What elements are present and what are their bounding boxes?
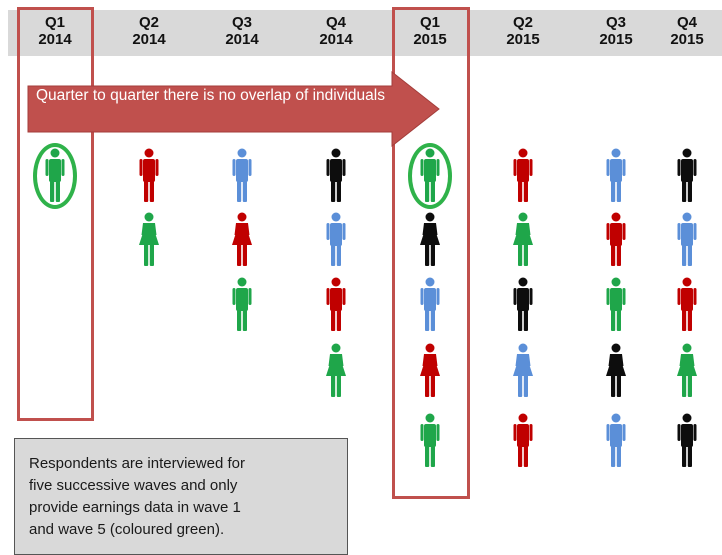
quarter-year: 2014 <box>38 31 72 48</box>
quarter-name: Q4 <box>325 14 346 31</box>
person-icon <box>419 277 441 333</box>
note-line: and wave 5 (coloured green). <box>29 521 225 538</box>
q1-2014-highlight-box <box>17 7 94 421</box>
quarter-year: 2015 <box>506 31 540 48</box>
quarter-name: Q2 <box>512 14 533 31</box>
person-icon <box>605 148 627 204</box>
person-icon <box>605 212 627 268</box>
note-line: Respondents are interviewed for <box>29 455 245 472</box>
person-icon <box>231 212 253 268</box>
person-icon <box>231 277 253 333</box>
person-icon <box>605 343 627 399</box>
quarter-name: Q3 <box>231 14 252 31</box>
person-icon <box>512 212 534 268</box>
quarter-name: Q3 <box>605 14 626 31</box>
quarter-name: Q4 <box>676 14 697 31</box>
person-icon <box>512 148 534 204</box>
person-icon <box>419 343 441 399</box>
quarter-year: 2015 <box>670 31 704 48</box>
overlap-arrow-shape <box>27 70 440 148</box>
person-icon <box>512 277 534 333</box>
person-icon <box>231 148 253 204</box>
person-icon <box>676 148 698 204</box>
person-icon <box>325 277 347 333</box>
note-line: provide earnings data in wave 1 <box>29 499 241 516</box>
quarter-header-band <box>8 10 722 56</box>
note-line: five successive waves and only <box>29 477 238 494</box>
person-icon <box>325 212 347 268</box>
person-icon <box>325 343 347 399</box>
explanation-note: Respondents are interviewed for five suc… <box>14 438 348 555</box>
person-icon <box>512 343 534 399</box>
quarter-year: 2014 <box>132 31 166 48</box>
person-icon <box>419 212 441 268</box>
person-icon <box>605 277 627 333</box>
person-icon <box>419 413 441 469</box>
person-icon <box>325 148 347 204</box>
earnings-wave-circle <box>33 143 77 209</box>
quarter-name: Q1 <box>44 14 65 31</box>
person-icon <box>138 148 160 204</box>
person-icon <box>605 413 627 469</box>
earnings-wave-circle <box>408 143 452 209</box>
quarter-year: 2015 <box>599 31 633 48</box>
quarter-year: 2014 <box>225 31 259 48</box>
q1-2015-highlight-box <box>392 7 470 499</box>
person-icon <box>676 212 698 268</box>
person-icon <box>676 413 698 469</box>
person-icon <box>512 413 534 469</box>
quarter-name: Q2 <box>138 14 159 31</box>
quarter-name: Q1 <box>419 14 440 31</box>
overlap-arrow-text: Quarter to quarter there is no overlap o… <box>36 87 385 104</box>
person-icon <box>676 277 698 333</box>
quarter-year: 2014 <box>319 31 353 48</box>
person-icon <box>138 212 160 268</box>
quarter-year: 2015 <box>413 31 447 48</box>
person-icon <box>676 343 698 399</box>
